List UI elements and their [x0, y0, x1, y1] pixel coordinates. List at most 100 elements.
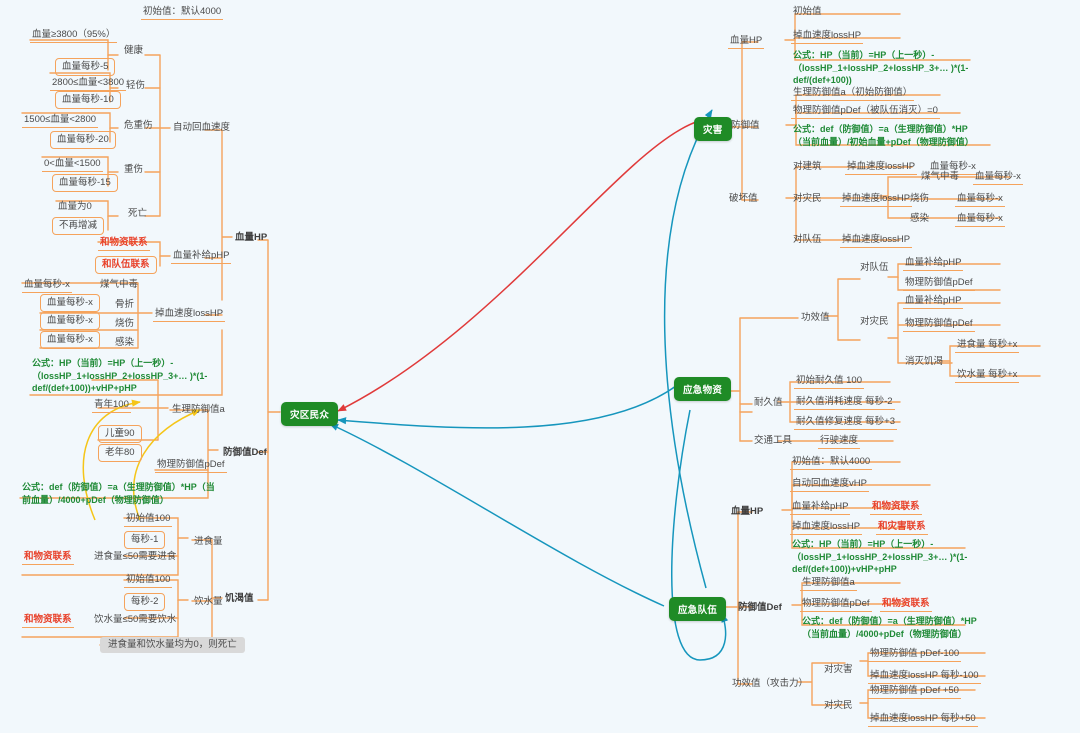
team-hp-supply[interactable]: 血量补给pHP [790, 500, 851, 515]
root-node-disaster[interactable]: 灾害 [694, 117, 732, 141]
label-food[interactable]: 进食量 [194, 536, 223, 547]
loss-rate-1[interactable]: 血量每秒-x [40, 294, 100, 312]
disaster-hp-formula[interactable]: 公式：HP（当前）=HP（上一秒）-（lossHP_1+lossHP_2+los… [793, 50, 969, 85]
durability-item-0[interactable]: 初始耐久值 100 [794, 374, 864, 389]
label-phys-def[interactable]: 物理防御值pDef [155, 458, 227, 473]
damage-team-effect[interactable]: 掉血速度lossHP [840, 233, 913, 248]
supplies-effect-victims-target[interactable]: 对灾民 [860, 316, 889, 327]
damage-cause-rate-2[interactable]: 血量每秒-x [955, 212, 1005, 227]
team-hp-label[interactable]: 血量HP [731, 506, 764, 517]
state-rate-1[interactable]: 血量每秒-10 [55, 91, 121, 109]
team-hp-auto-recover[interactable]: 自动回血速度vHP [790, 477, 869, 492]
supplies-hunger-label[interactable]: 消灭饥渴 [905, 356, 944, 367]
water-init[interactable]: 初始值100 [124, 573, 173, 588]
team-hp-loss-note[interactable]: 和灾害联系 [876, 520, 928, 535]
team-attack-victims-target[interactable]: 对灾民 [824, 700, 853, 711]
team-hp-init[interactable]: 初始值：默认4000 [790, 455, 873, 470]
state-range-0[interactable]: 血量≥3800（95%） [30, 28, 118, 43]
damage-cause-0[interactable]: 煤气中毒 [921, 171, 960, 182]
formula-hp-left[interactable]: 公式：HP（当前）=HP（上一秒）-（lossHP_1+lossHP_2+los… [32, 358, 208, 393]
team-attack-victims-item-0[interactable]: 物理防御值 pDef +50 [868, 684, 961, 699]
team-hp-loss[interactable]: 掉血速度lossHP [790, 520, 863, 535]
water-rate[interactable]: 每秒-2 [124, 593, 166, 611]
supplies-victims-item-1[interactable]: 物理防御值pDef [903, 317, 975, 332]
team-attack-disaster-item-1[interactable]: 掉血速度lossHP 每秒-100 [868, 669, 981, 684]
state-name-4[interactable]: 死亡 [128, 208, 148, 219]
state-rate-3[interactable]: 血量每秒-15 [52, 174, 118, 192]
bio-def-value-2[interactable]: 老年80 [98, 444, 142, 462]
disaster-hp-label[interactable]: 血量HP [728, 34, 765, 49]
supplies-durability-label[interactable]: 耐久值 [754, 397, 783, 408]
supplies-team-item-0[interactable]: 血量补给pHP [903, 256, 964, 271]
team-def-bio[interactable]: 生理防御值a [800, 576, 857, 591]
state-name-3[interactable]: 重伤 [124, 164, 144, 175]
disaster-def-formula[interactable]: 公式：def（防御值）=a（生理防御值）*HP（当前血量）/初始血量+pDef（… [793, 124, 974, 147]
loss-rate-0[interactable]: 血量每秒-x [22, 278, 72, 293]
water-note[interactable]: 饮水量≤50需要饮水 [94, 614, 177, 625]
food-init[interactable]: 初始值100 [124, 512, 173, 527]
disaster-def-label[interactable]: 防御值 [731, 120, 760, 131]
label-init-value[interactable]: 初始值：默认4000 [141, 5, 224, 20]
label-auto-recover[interactable]: 自动回血速度 [173, 122, 231, 133]
supplies-vehicle-value[interactable]: 行驶速度 [818, 434, 861, 449]
loss-rate-2[interactable]: 血量每秒-x [40, 312, 100, 330]
label-bio-def[interactable]: 生理防御值a [172, 404, 225, 415]
damage-cause-1[interactable]: 烧伤 [910, 193, 930, 204]
loss-cause-0[interactable]: 煤气中毒 [100, 279, 139, 290]
supplies-team-item-1[interactable]: 物理防御值pDef [903, 276, 975, 291]
note-supply-link-0[interactable]: 和物资联系 [98, 236, 150, 251]
state-rate-2[interactable]: 血量每秒-20 [50, 131, 116, 149]
supplies-effect-team-target[interactable]: 对队伍 [860, 262, 889, 273]
damage-victims-effect[interactable]: 掉血速度lossHP [840, 192, 913, 207]
supplies-hunger-item-0[interactable]: 进食量 每秒+x [955, 338, 1020, 353]
team-def-formula[interactable]: 公式：def（防御值）=a（生理防御值）*HP（当前血量）/4000+pDef（… [802, 616, 977, 639]
bio-def-value-1[interactable]: 儿童90 [98, 425, 142, 443]
formula-def-left[interactable]: 公式：def（防御值）=a（生理防御值）*HP（当前血量）/4000+pDef（… [22, 482, 215, 505]
food-rate[interactable]: 每秒-1 [124, 531, 166, 549]
label-hunger[interactable]: 饥渴值 [225, 593, 254, 604]
root-node-center[interactable]: 灾区民众 [281, 402, 339, 426]
state-range-1[interactable]: 2800≤血量<3800 [50, 76, 127, 91]
damage-team-target[interactable]: 对队伍 [793, 234, 822, 245]
state-rate-0[interactable]: 血量每秒-5 [55, 58, 116, 76]
food-note[interactable]: 进食量≤50需要进食 [94, 551, 177, 562]
loss-cause-2[interactable]: 烧伤 [115, 318, 135, 329]
state-name-2[interactable]: 危重伤 [124, 120, 153, 131]
state-rate-4[interactable]: 不再增减 [52, 217, 105, 235]
label-def[interactable]: 防御值Def [223, 447, 267, 458]
state-name-0[interactable]: 健康 [124, 45, 144, 56]
state-range-3[interactable]: 0<血量<1500 [42, 157, 103, 172]
damage-cause-2[interactable]: 感染 [910, 213, 930, 224]
death-rule-badge[interactable]: 进食量和饮水量均为0，则死亡 [100, 637, 245, 653]
durability-item-1[interactable]: 耐久值消耗速度 每秒-2 [794, 395, 895, 410]
supplies-hunger-item-1[interactable]: 饮水量 每秒+x [955, 368, 1020, 383]
team-def-phys-note[interactable]: 和物资联系 [880, 597, 932, 612]
root-node-supplies[interactable]: 应急物资 [674, 377, 732, 401]
team-def-label[interactable]: 防御值Def [738, 602, 782, 613]
team-hp-formula[interactable]: 公式：HP（当前）=HP（上一秒）-（lossHP_1+lossHP_2+los… [792, 539, 968, 574]
loss-cause-1[interactable]: 骨折 [115, 299, 135, 310]
loss-cause-3[interactable]: 感染 [115, 337, 135, 348]
state-range-2[interactable]: 1500≤血量<2800 [22, 113, 99, 128]
damage-cause-rate-0[interactable]: 血量每秒-x [973, 170, 1023, 185]
water-note-link[interactable]: 和物资联系 [22, 613, 74, 628]
supplies-vehicle-label[interactable]: 交通工具 [754, 435, 793, 446]
supplies-victims-item-0[interactable]: 血量补给pHP [903, 294, 964, 309]
disaster-def-item-1[interactable]: 物理防御值pDef（被队伍消灭）=0 [791, 104, 940, 119]
state-name-1[interactable]: 轻伤 [126, 80, 146, 91]
damage-building-target[interactable]: 对建筑 [793, 161, 822, 172]
supplies-effect-label[interactable]: 功效值 [801, 312, 830, 323]
team-attack-disaster-item-0[interactable]: 物理防御值 pDef-100 [868, 647, 962, 662]
label-hp[interactable]: 血量HP [235, 232, 268, 243]
label-water[interactable]: 饮水量 [194, 596, 223, 607]
label-losshp[interactable]: 掉血速度lossHP [153, 307, 226, 322]
food-note-link[interactable]: 和物资联系 [22, 550, 74, 565]
team-attack-victims-item-1[interactable]: 掉血速度lossHP 每秒+50 [868, 712, 978, 727]
disaster-hp-item-1[interactable]: 掉血速度lossHP [791, 29, 864, 44]
damage-victims-target[interactable]: 对灾民 [793, 193, 822, 204]
loss-rate-3[interactable]: 血量每秒-x [40, 331, 100, 349]
damage-cause-rate-1[interactable]: 血量每秒-x [955, 192, 1005, 207]
damage-building-rate[interactable]: 血量每秒-x [928, 160, 978, 175]
damage-building-effect[interactable]: 掉血速度lossHP [845, 160, 918, 175]
team-def-phys[interactable]: 物理防御值pDef [800, 597, 872, 612]
